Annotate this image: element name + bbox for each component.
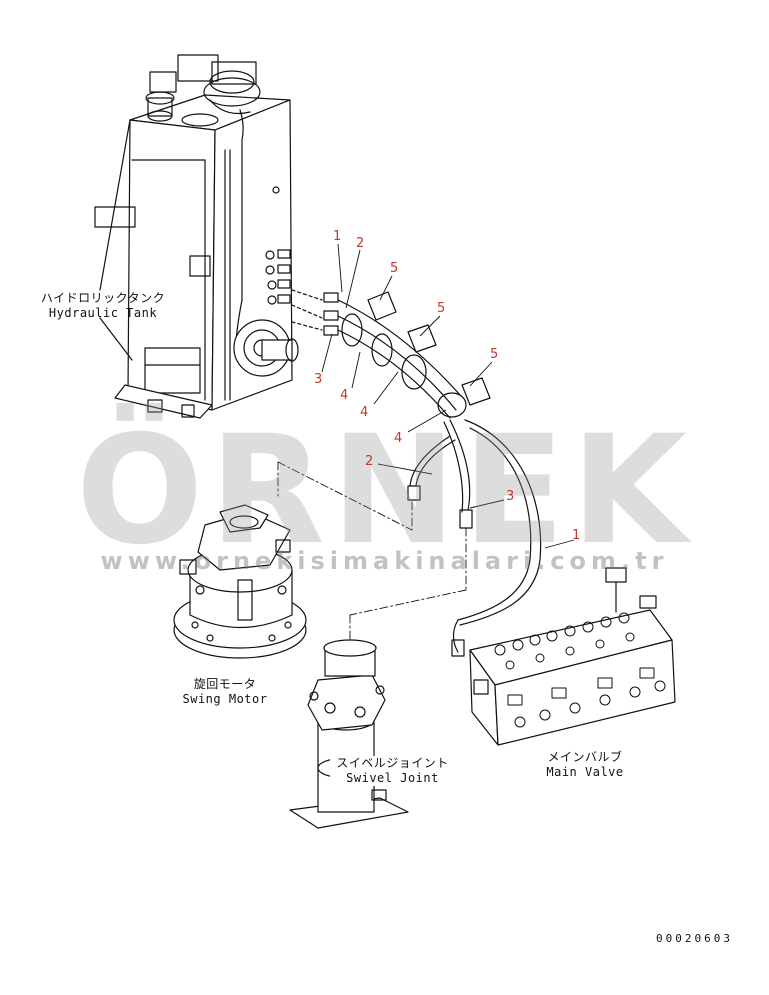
callout-number: 2 [356,236,365,251]
hydraulic-tank-label-jp: ハイドロリックタンク [40,291,166,305]
swing-motor [173,504,307,659]
callout-number: 5 [437,301,446,316]
callout-number: 4 [360,405,369,420]
reference-code: 00020603 [656,932,733,945]
swivel-joint-label-jp: スイベルジョイント [336,756,449,770]
swing-motor-label-jp: 旋回モータ [193,677,257,691]
callout-number: 1 [333,229,342,244]
callout-number: 4 [394,431,403,446]
callout-number: 3 [314,372,323,387]
main-valve-label: メインバルブ Main Valve [530,750,640,780]
callout-number: 3 [506,489,515,504]
main-valve [469,567,676,746]
hoses [407,419,542,657]
hydraulic-tank [94,54,299,419]
callout-number: 5 [390,261,399,276]
callout-number: 2 [365,454,374,469]
swivel-joint-label: スイベルジョイント Swivel Joint [330,756,455,786]
callout-number: 5 [490,347,499,362]
swivel-joint-label-en: Swivel Joint [346,771,439,785]
callout-number: 4 [340,388,349,403]
main-valve-label-jp: メインバルブ [547,750,623,764]
swivel-joint [289,639,409,829]
swing-motor-label-en: Swing Motor [182,692,268,706]
main-valve-label-en: Main Valve [546,765,624,779]
callout-number: 1 [572,528,581,543]
hydraulic-tank-label: ハイドロリックタンク Hydraulic Tank [38,291,168,321]
swing-motor-label: 旋回モータ Swing Motor [170,677,280,707]
hose-fittings [291,289,491,419]
hydraulic-tank-label-en: Hydraulic Tank [48,306,158,320]
